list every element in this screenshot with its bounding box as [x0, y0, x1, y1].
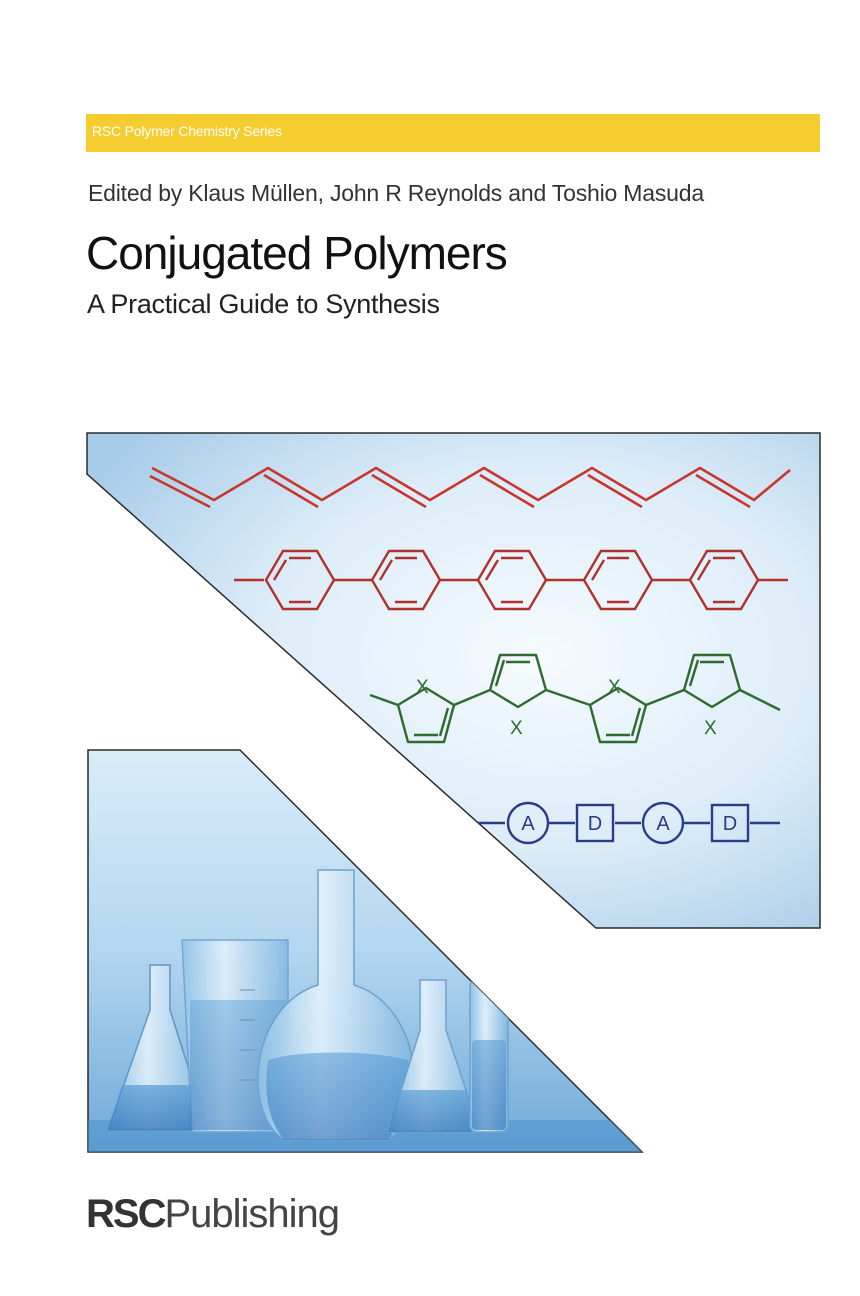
series-banner [86, 114, 820, 152]
editors-line: Edited by Klaus Müllen, John R Reynolds … [88, 180, 704, 206]
heteroatom-label: X [510, 718, 523, 739]
donor-acceptor-chain [478, 801, 780, 845]
donor-label: D [588, 813, 602, 835]
acceptor-label: A [521, 813, 535, 835]
book-title: Conjugated Polymers [86, 227, 508, 279]
heteroatom-label: X [704, 718, 717, 739]
series-label: RSC Polymer Chemistry Series [92, 123, 282, 139]
heteroatom-label: X [416, 677, 429, 698]
polythiophene-chain [369, 653, 781, 744]
publisher-logo-bold: RSC [86, 1192, 166, 1236]
polyphenylene-chain [234, 549, 788, 611]
heteroatom-label: X [608, 677, 621, 698]
molecule-panel [86, 432, 821, 929]
donor-label: D [723, 813, 737, 835]
polyene-chain [149, 466, 791, 509]
book-subtitle: A Practical Guide to Synthesis [87, 289, 440, 319]
publisher-logo: RSCPublishing [86, 1192, 340, 1237]
publisher-logo-regular: Publishing [164, 1192, 340, 1236]
acceptor-label: A [656, 813, 670, 835]
glassware-photo [87, 749, 644, 1153]
